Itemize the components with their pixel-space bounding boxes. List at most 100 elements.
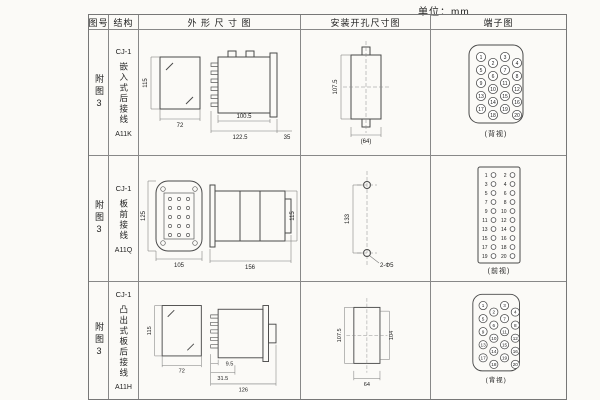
svg-text:7: 7 (504, 67, 507, 73)
svg-text:3: 3 (504, 54, 507, 60)
dim-side-height: 115 (290, 210, 296, 220)
outline-dwg-a11q: 125 105 156 115 (141, 180, 297, 271)
dimension-lines: 107.5 104 64 (337, 306, 395, 387)
header-structure: 结构 (109, 15, 139, 30)
side-view (210, 50, 277, 117)
dim-front-section: 31.5 (217, 376, 228, 382)
side-view (209, 304, 276, 362)
fig-no-text: 附图3 (94, 74, 104, 111)
svg-text:13: 13 (478, 93, 484, 99)
structure-cell-row3: CJ-1 凸出式板后接线 A11H (109, 282, 139, 399)
terminal-block-outline (477, 166, 521, 263)
dim-cutout-width: 64 (364, 381, 370, 387)
svg-text:13: 13 (481, 342, 487, 347)
header-mounting: 安装开孔尺寸图 (301, 15, 431, 30)
svg-text:10: 10 (491, 335, 497, 340)
svg-text:17: 17 (478, 106, 484, 112)
svg-text:2: 2 (493, 309, 496, 314)
svg-text:4: 4 (504, 181, 507, 187)
dim-body-length: 100.5 (236, 114, 252, 120)
structure-cell-row1: CJ-1 嵌入式后接线 A11K (109, 30, 139, 156)
svg-text:20: 20 (513, 362, 519, 367)
dim-depth: 35 (283, 135, 290, 141)
svg-text:13: 13 (482, 226, 488, 232)
outline-drawing-row3: 115 72 9.5 31.5 126 (139, 282, 301, 399)
dim-front-height: 125 (141, 210, 147, 221)
dim-cutout-height-2: 104 (389, 330, 395, 339)
svg-text:19: 19 (502, 355, 508, 360)
svg-text:9: 9 (482, 329, 485, 334)
side-view (209, 184, 291, 247)
structure-label: 板前接线 (118, 198, 129, 241)
svg-text:5: 5 (480, 67, 483, 73)
svg-text:15: 15 (502, 93, 508, 99)
svg-text:16: 16 (501, 235, 507, 241)
dimension-lines: 115 72 9.5 31.5 126 (146, 304, 276, 393)
svg-text:12: 12 (501, 217, 507, 223)
mounting-dwg-a11q: 133 2-Φ5 (345, 170, 394, 269)
dim-front-width: 72 (176, 123, 183, 129)
svg-text:8: 8 (504, 199, 507, 205)
view-caption: (前视) (488, 266, 511, 275)
terminal-block-outline (468, 44, 524, 123)
svg-text:9: 9 (485, 208, 488, 214)
dim-terminal-depth: 9.5 (225, 361, 233, 367)
svg-text:19: 19 (502, 106, 508, 112)
mounting-drawing-row3: 107.5 104 64 (301, 282, 431, 399)
svg-text:20: 20 (514, 112, 520, 118)
fig-no-text: 附图3 (94, 200, 104, 237)
svg-text:16: 16 (513, 348, 519, 353)
dimension-lines: 107.5 (64) (333, 54, 382, 145)
svg-text:15: 15 (502, 342, 508, 347)
svg-text:17: 17 (481, 355, 487, 360)
dim-total-length: 122.5 (232, 135, 248, 141)
dim-cutout-width: (64) (361, 139, 372, 145)
view-caption: (背视) (486, 375, 507, 384)
front-view (161, 304, 202, 356)
model-label: CJ-1 (115, 289, 132, 299)
fig-no-cell-row2: 附图3 (89, 156, 109, 282)
dim-hole-spacing: 133 (345, 213, 351, 224)
mounting-dwg-a11k: 107.5 (64) (333, 40, 389, 145)
dim-cutout-height: 107.5 (333, 78, 339, 94)
front-view (159, 56, 200, 109)
svg-text:14: 14 (490, 99, 496, 105)
svg-text:14: 14 (491, 348, 497, 353)
svg-text:2: 2 (492, 60, 495, 66)
unit-label: 单位：mm (418, 7, 470, 18)
dim-front-height: 115 (143, 77, 149, 87)
svg-text:6: 6 (504, 190, 507, 196)
model-label: CJ-1 (115, 183, 132, 193)
front-view (155, 180, 202, 251)
dim-total-length: 126 (238, 387, 247, 393)
svg-text:1: 1 (485, 172, 488, 178)
type-code: A11H (115, 384, 132, 392)
svg-text:6: 6 (493, 322, 496, 327)
svg-text:6: 6 (492, 73, 495, 79)
dimension-lines: 115 72 100.5 122.5 35 (143, 56, 292, 141)
fig-no-cell-row3: 附图3 (89, 282, 109, 399)
svg-text:14: 14 (501, 226, 507, 232)
type-code: A11Q (114, 246, 133, 254)
svg-text:15: 15 (482, 235, 488, 241)
dim-front-height: 115 (146, 326, 152, 335)
svg-text:2: 2 (504, 172, 507, 178)
svg-text:10: 10 (501, 208, 507, 214)
mounting-drawing-row1: 107.5 (64) (301, 30, 431, 156)
structure-cell-row2: CJ-1 板前接线 A11Q (109, 156, 139, 282)
svg-text:7: 7 (503, 316, 506, 321)
svg-text:8: 8 (516, 73, 519, 79)
svg-text:5: 5 (482, 316, 485, 321)
mounting-drawing-row2: 133 2-Φ5 (301, 156, 431, 282)
header-fig-no: 图号 (89, 15, 109, 30)
outline-dwg-a11k: 115 72 100.5 122.5 35 (143, 50, 292, 141)
terminal-dots (167, 196, 190, 237)
svg-text:18: 18 (491, 362, 497, 367)
